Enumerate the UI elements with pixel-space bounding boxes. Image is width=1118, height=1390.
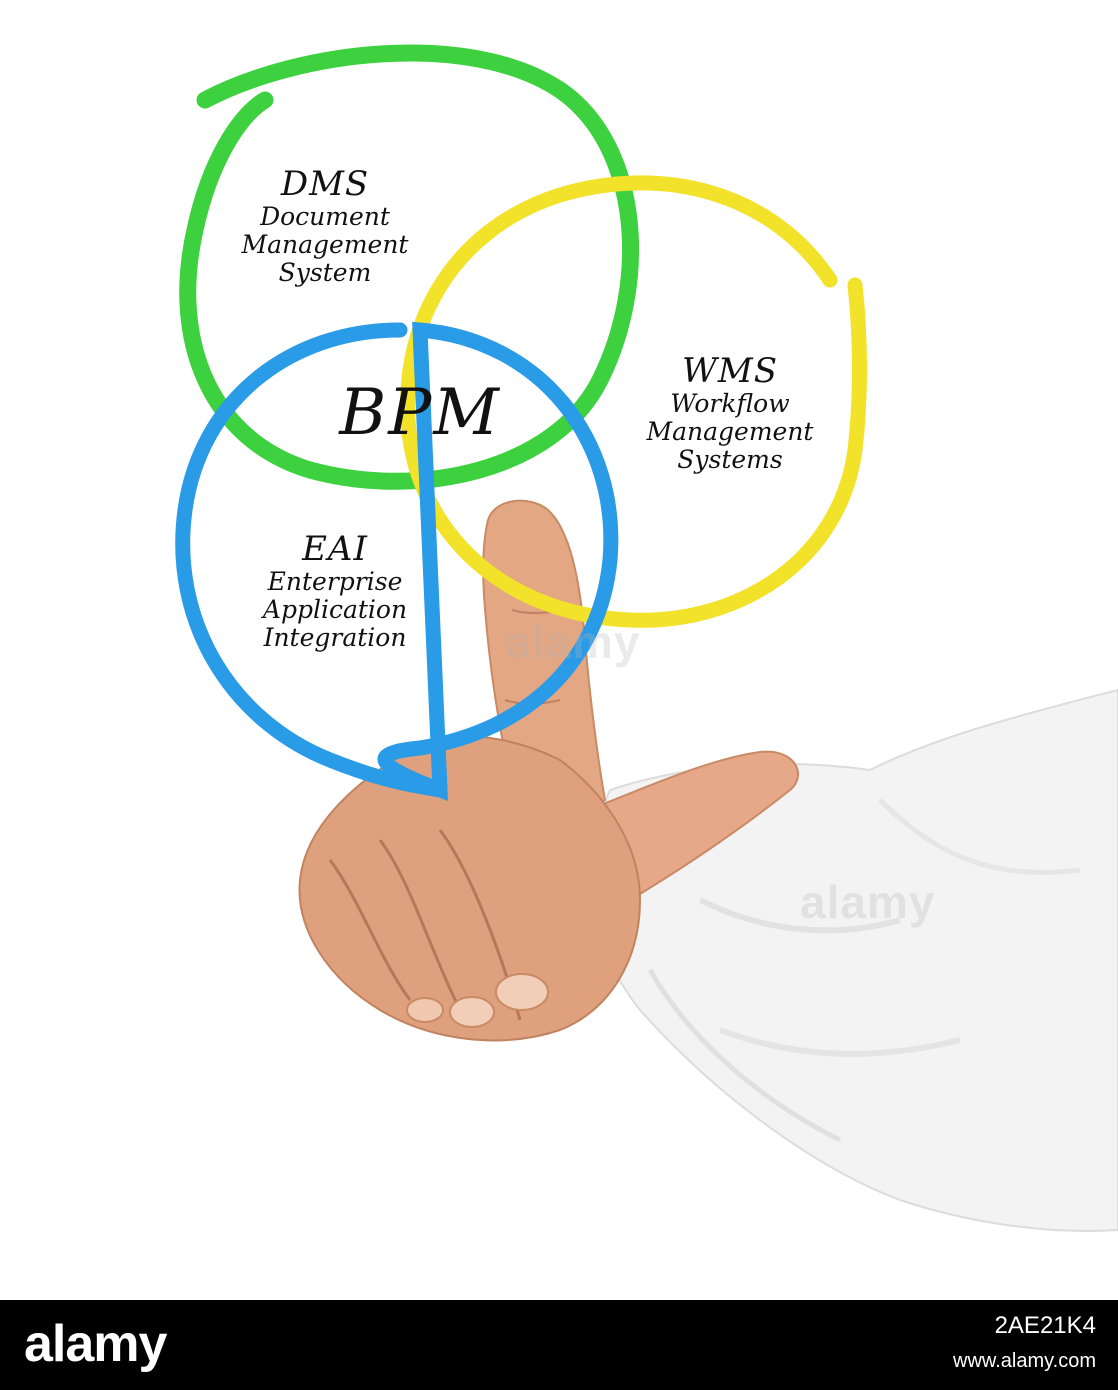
eai-abbr: EAI (302, 529, 368, 569)
eai-circle (175, 321, 619, 802)
dms-line-3: System (278, 258, 372, 288)
dms-abbr: DMS (280, 164, 370, 204)
footer-bar: alamy 2AE21K4 www.alamy.com (0, 1300, 1118, 1390)
watermark-2: alamy (800, 876, 936, 928)
wms-line-3: Systems (677, 445, 783, 475)
dms-line-2: Management (241, 230, 409, 260)
wms-line-2: Management (646, 417, 814, 447)
eai-line-2: Application (262, 595, 408, 625)
image-id: 2AE21K4 (994, 1312, 1096, 1339)
wms-line-1: Workflow (670, 389, 790, 419)
dms-label: DMS Document Management System (205, 165, 445, 287)
footer-url[interactable]: www.alamy.com (953, 1350, 1096, 1372)
dms-circle (179, 44, 639, 490)
eai-line-1: Enterprise (267, 567, 403, 597)
dms-line-1: Document (260, 202, 390, 232)
alamy-logo: alamy (24, 1315, 167, 1373)
bpm-diagram-art (175, 44, 1118, 1232)
eai-label: EAI Enterprise Application Integration (215, 530, 455, 652)
wms-abbr: WMS (681, 351, 779, 391)
wms-circle (400, 175, 868, 628)
eai-line-3: Integration (263, 623, 407, 653)
bpm-center-label: BPM (339, 376, 501, 450)
pointing-hand (298, 499, 800, 1042)
watermark-1: alamy (505, 616, 641, 668)
wms-label: WMS Workflow Management Systems (605, 352, 855, 474)
white-sleeve (590, 688, 1118, 1232)
